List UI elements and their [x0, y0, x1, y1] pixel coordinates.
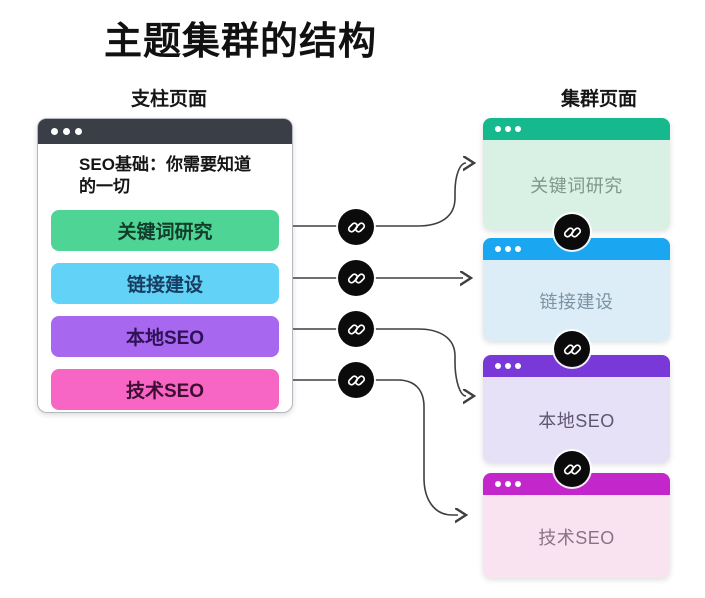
chain-link-icon	[554, 331, 590, 367]
pillar-window-titlebar	[38, 119, 292, 144]
pillar-column-label: 支柱页面	[130, 89, 207, 110]
cluster-card-keyword-research: 关键词研究	[483, 118, 670, 230]
pillar-window-body: SEO基础：你需要知道 的一切 关键词研究 链接建设 本地SEO 技术SEO	[38, 144, 292, 410]
window-dot	[51, 128, 58, 135]
pillar-page-heading: SEO基础：你需要知道 的一切	[79, 154, 251, 198]
window-dot	[505, 246, 511, 252]
cluster-card-technical-seo: 技术SEO	[483, 473, 670, 578]
window-dot	[515, 246, 521, 252]
cluster-card-local-seo: 本地SEO	[483, 355, 670, 463]
cluster-card-label: 本地SEO	[483, 377, 670, 463]
cluster-card-link-building: 链接建设	[483, 238, 670, 341]
pillar-heading-line2: 的一切	[79, 176, 131, 196]
diagram-title: 主题集群的结构	[104, 21, 378, 63]
connector-keyword-research	[293, 163, 466, 227]
pillar-link-link-building: 链接建设	[51, 262, 279, 304]
window-dot	[515, 481, 521, 487]
window-dot	[495, 126, 501, 132]
window-dot	[63, 128, 70, 135]
window-dot	[495, 481, 501, 487]
chain-link-icon	[338, 260, 374, 296]
pillar-link-keyword-research: 关键词研究	[51, 209, 279, 251]
pillar-page-window: SEO基础：你需要知道 的一切 关键词研究 链接建设 本地SEO 技术SEO	[37, 118, 293, 413]
window-dot	[495, 246, 501, 252]
window-dot	[505, 363, 511, 369]
pillar-link-local-seo: 本地SEO	[51, 315, 279, 357]
cluster-column-label: 集群页面	[560, 89, 637, 110]
chain-link-icon	[338, 362, 374, 398]
chain-link-icon	[554, 451, 590, 487]
pillar-link-technical-seo: 技术SEO	[51, 368, 279, 410]
window-dot	[515, 126, 521, 132]
window-dot	[505, 481, 511, 487]
cluster-card-label: 技术SEO	[483, 495, 670, 578]
pillar-heading-line1: SEO基础：你需要知道	[79, 155, 251, 174]
chain-link-icon	[554, 214, 590, 250]
window-dot	[495, 363, 501, 369]
cluster-card-titlebar	[483, 118, 670, 140]
connector-technical-seo	[293, 379, 458, 515]
connector-local-seo	[293, 328, 466, 396]
window-dot	[505, 126, 511, 132]
window-dot	[515, 363, 521, 369]
cluster-card-label: 链接建设	[483, 260, 670, 341]
chain-link-icon	[338, 209, 374, 245]
window-dot	[75, 128, 82, 135]
chain-link-icon	[338, 311, 374, 347]
